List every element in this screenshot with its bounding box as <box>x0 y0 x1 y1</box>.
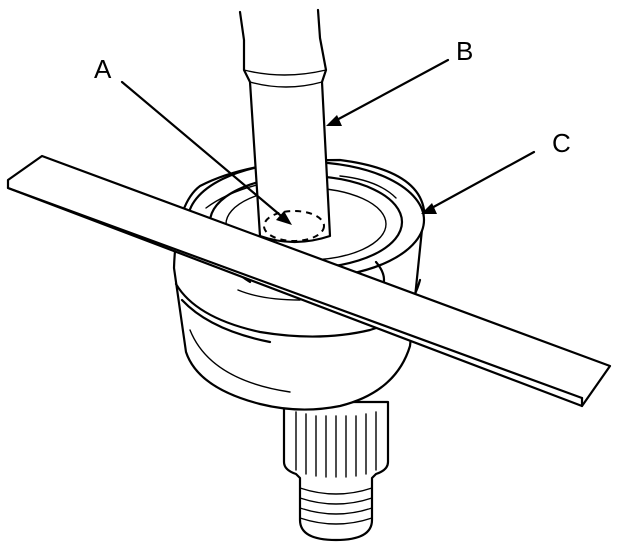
callout-b: B <box>456 36 473 66</box>
leader-b <box>326 58 450 126</box>
splined-stub-shaft <box>282 400 390 542</box>
straight-edge <box>6 154 612 408</box>
callout-a: A <box>94 54 112 84</box>
shaft-end-marker <box>263 210 325 242</box>
leader-c <box>421 150 536 214</box>
leader-a <box>120 80 292 225</box>
callout-c: C <box>552 128 571 158</box>
